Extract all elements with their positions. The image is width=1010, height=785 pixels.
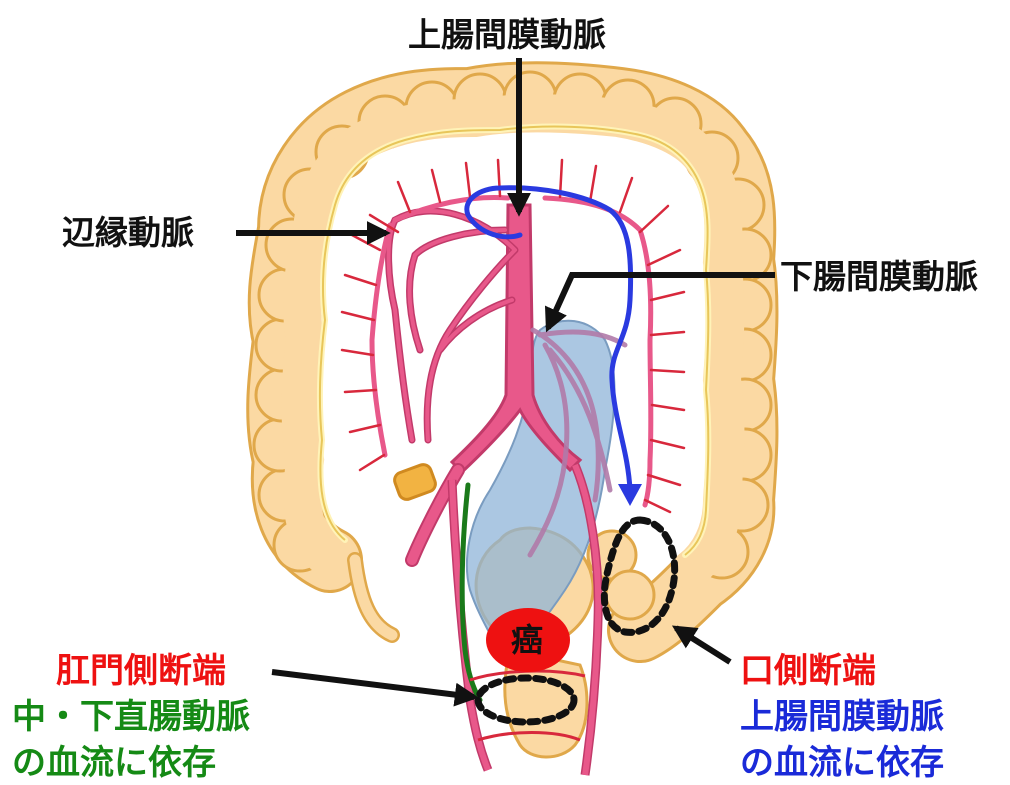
sma-flow-arrowhead xyxy=(618,484,642,506)
label-marginal-artery: 辺縁動脈 xyxy=(62,216,194,249)
label-anal-supply-line1: 中・下直腸動脈 xyxy=(12,700,250,734)
label-oral-supply-line1: 上腸間膜動脈 xyxy=(740,700,944,734)
arrow-anal-stump xyxy=(272,672,474,697)
label-anal-supply-line2: の血流に依存 xyxy=(12,746,216,780)
label-oral-stump: 口側断端 xyxy=(740,654,876,688)
label-tumor: 癌 xyxy=(511,624,543,656)
label-oral-supply-line2: の血流に依存 xyxy=(740,746,944,780)
label-inferior-mesenteric-artery: 下腸間膜動脈 xyxy=(780,260,978,293)
arrow-oral-stump xyxy=(676,628,730,662)
ileum-stub xyxy=(392,462,437,501)
label-superior-mesenteric-artery: 上腸間膜動脈 xyxy=(408,18,606,51)
label-anal-stump: 肛門側断端 xyxy=(56,654,226,688)
